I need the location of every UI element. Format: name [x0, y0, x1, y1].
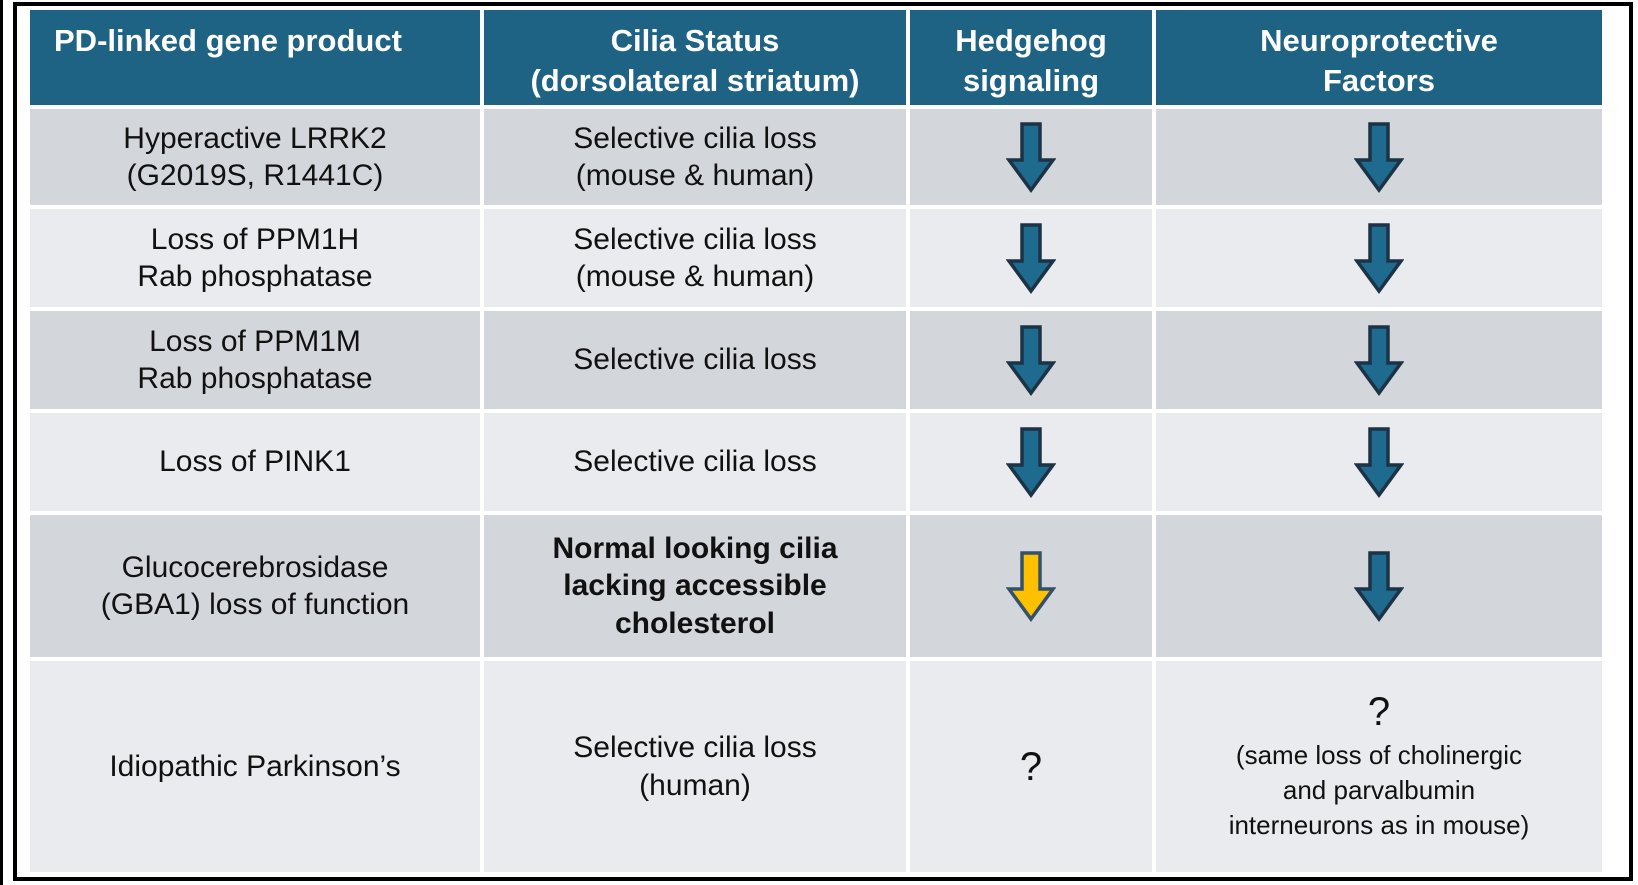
- gene-cell-ppm1h: Loss of PPM1H Rab phosphatase: [30, 209, 480, 307]
- gene-cell-lrrk2: Hyperactive LRRK2 (G2019S, R1441C): [30, 109, 480, 205]
- down-arrow-icon: [1354, 325, 1404, 396]
- cilia-cell-lrrk2: Selective cilia loss (mouse & human): [484, 109, 906, 205]
- header-hedgehog-signaling: Hedgehog signaling: [910, 10, 1152, 105]
- cilia-cell-ppm1h: Selective cilia loss (mouse & human): [484, 209, 906, 307]
- neuro-cell-lrrk2: [1156, 109, 1602, 205]
- gene-cell-ppm1m: Loss of PPM1M Rab phosphatase: [30, 311, 480, 409]
- gene-cell-idiopathic: Idiopathic Parkinson’s: [30, 661, 480, 872]
- cilia-cell-pink1: Selective cilia loss: [484, 413, 906, 511]
- neuro-cell-idiopathic: ? (same loss of cholinergic and parvalbum…: [1156, 661, 1602, 872]
- question-note: (same loss of cholinergic and parvalbumi…: [1228, 739, 1530, 841]
- neuro-cell-pink1: [1156, 413, 1602, 511]
- image-left-edge: [0, 0, 3, 885]
- down-arrow-icon: [1006, 325, 1056, 396]
- hedgehog-cell-gba1: [910, 515, 1152, 657]
- cilia-cell-idiopathic: Selective cilia loss (human): [484, 661, 906, 872]
- gene-cell-gba1: Glucocerebrosidase (GBA1) loss of functi…: [30, 515, 480, 657]
- down-arrow-icon: [1006, 223, 1056, 294]
- question-mark: ?: [1019, 744, 1043, 789]
- header-pd-linked-gene-product: PD-linked gene product: [30, 10, 480, 105]
- hedgehog-cell-ppm1m: [910, 311, 1152, 409]
- gene-cell-pink1: Loss of PINK1: [30, 413, 480, 511]
- down-arrow-icon: [1354, 551, 1404, 622]
- pd-gene-cilia-table: PD-linked gene product Cilia Status (dor…: [30, 10, 1602, 872]
- down-arrow-icon: [1354, 223, 1404, 294]
- hedgehog-cell-lrrk2: [910, 109, 1152, 205]
- neuro-cell-ppm1h: [1156, 209, 1602, 307]
- header-cilia-status: Cilia Status (dorsolateral striatum): [484, 10, 906, 105]
- down-arrow-icon: [1006, 122, 1056, 193]
- figure-border-frame: [13, 2, 1633, 881]
- cilia-cell-gba1: Normal looking cilia lacking accessible …: [484, 515, 906, 657]
- neuro-cell-ppm1m: [1156, 311, 1602, 409]
- hedgehog-cell-idiopathic: ?: [910, 661, 1152, 872]
- cilia-cell-ppm1m: Selective cilia loss: [484, 311, 906, 409]
- hedgehog-cell-pink1: [910, 413, 1152, 511]
- question-mark: ?: [1367, 689, 1391, 734]
- down-arrow-icon: [1006, 427, 1056, 498]
- hedgehog-cell-ppm1h: [910, 209, 1152, 307]
- down-arrow-icon: [1006, 551, 1056, 622]
- down-arrow-icon: [1354, 427, 1404, 498]
- neuro-cell-gba1: [1156, 515, 1602, 657]
- header-neuroprotective-factors: Neuroprotective Factors: [1156, 10, 1602, 105]
- down-arrow-icon: [1354, 122, 1404, 193]
